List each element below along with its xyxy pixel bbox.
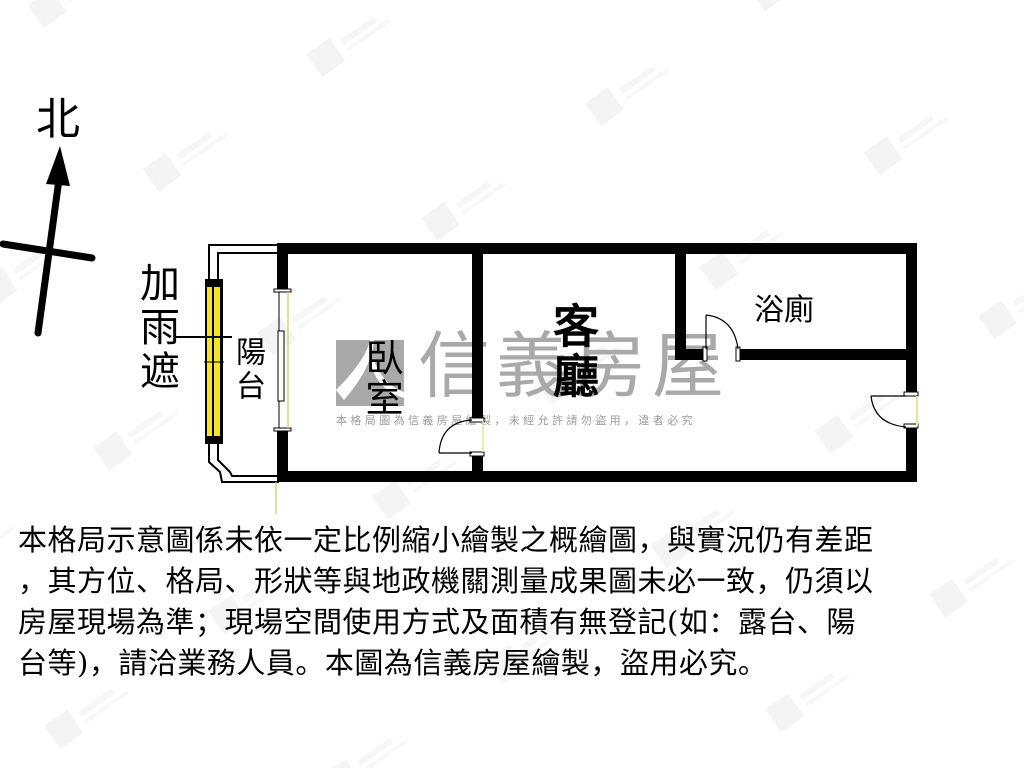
bedroom-door-icon[interactable] — [438, 417, 485, 457]
disclaimer-line: 台等)，請洽業務人員。本圖為信義房屋繪製，盜用必究。 — [18, 646, 768, 680]
living-room-label: 客廳 — [546, 302, 600, 402]
balcony-sliding-window — [273, 288, 292, 432]
watermark-subtitle: 本格局圖為信義房屋繪製，未經允許請勿盜用，違者必究 — [336, 414, 696, 427]
bathroom-label: 浴廁 — [754, 293, 814, 328]
canopy-label: 加雨遮 — [133, 262, 179, 394]
bathroom-door-icon[interactable] — [702, 314, 741, 362]
walls — [277, 243, 917, 482]
watermark-brand-text: 信義房屋 — [418, 324, 731, 408]
disclaimer-text: 本格局示意圖係未依一定比例縮小繪製之概繪圖，與實況仍有差距 ，其方位、格局、形狀… — [18, 520, 1018, 684]
disclaimer-line: 本格局示意圖係未依一定比例縮小繪製之概繪圖，與實況仍有差距 — [18, 523, 874, 557]
balcony-outline — [208, 244, 279, 483]
north-arrow-icon — [0, 146, 96, 337]
bedroom-label: 臥室 — [359, 338, 403, 418]
disclaimer-line: 房屋現場為準；現場空間使用方式及面積有無登記(如：露台、陽 — [18, 605, 856, 639]
balcony-label: 陽台 — [230, 336, 265, 404]
disclaimer-line: ，其方位、格局、形狀等與地政機關測量成果圖未必一致，仍須以 — [18, 564, 874, 598]
canopy-structure — [204, 279, 224, 444]
entrance-door-icon[interactable] — [870, 391, 919, 429]
north-label: 北 — [36, 94, 80, 145]
sinyi-logo-icon — [336, 340, 404, 406]
